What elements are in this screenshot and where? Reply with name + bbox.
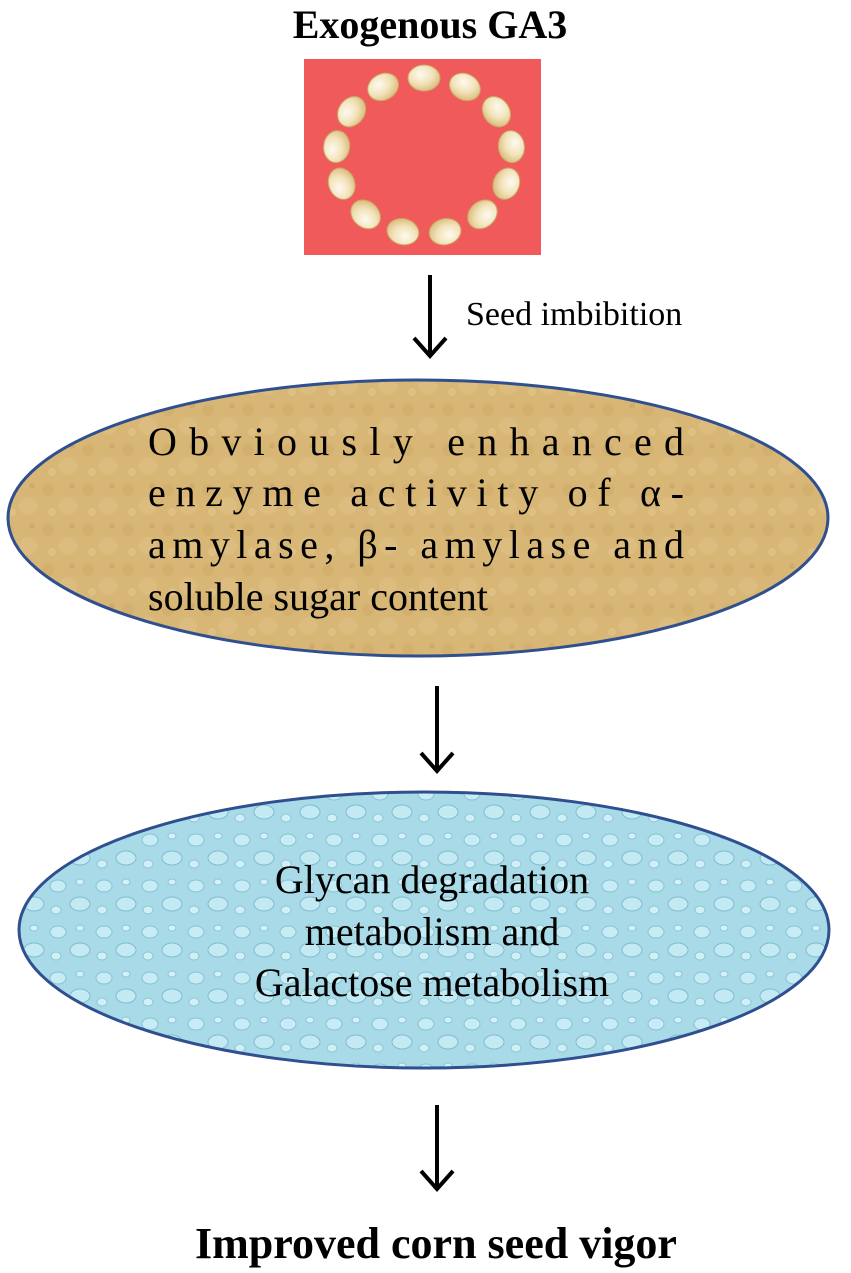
metabolism-ellipse	[17, 790, 831, 1070]
arrow-1	[412, 275, 448, 360]
box2-line-2: metabolism and	[305, 909, 559, 954]
box2-line-3: Galactose metabolism	[255, 960, 609, 1005]
corn-seed	[407, 64, 441, 92]
corn-seed	[327, 167, 356, 200]
metabolism-text: Glycan degradation metabolism and Galact…	[255, 857, 609, 1005]
arrow-3	[419, 1105, 455, 1193]
arrow-1-label: Seed imbibition	[466, 296, 682, 333]
corn-seed	[337, 96, 367, 128]
seed-photo	[304, 59, 541, 255]
corn-seed	[350, 199, 381, 230]
corn-seed	[386, 218, 420, 246]
enzyme-activity-ellipse	[6, 378, 830, 658]
box1-line-4: soluble sugar content	[148, 574, 488, 619]
arrow-2	[419, 686, 455, 775]
corn-seed	[323, 130, 351, 164]
corn-seed	[492, 167, 521, 200]
corn-seed	[497, 130, 525, 164]
top-title: Exogenous GA3	[293, 2, 568, 47]
corn-seed	[448, 72, 481, 102]
corn-seed	[367, 72, 400, 102]
corn-seed	[428, 218, 462, 246]
bottom-title: Improved corn seed vigor	[195, 1219, 677, 1268]
box2-line-1: Glycan degradation	[275, 857, 589, 902]
corn-seed	[467, 199, 498, 230]
corn-seed	[481, 96, 511, 128]
